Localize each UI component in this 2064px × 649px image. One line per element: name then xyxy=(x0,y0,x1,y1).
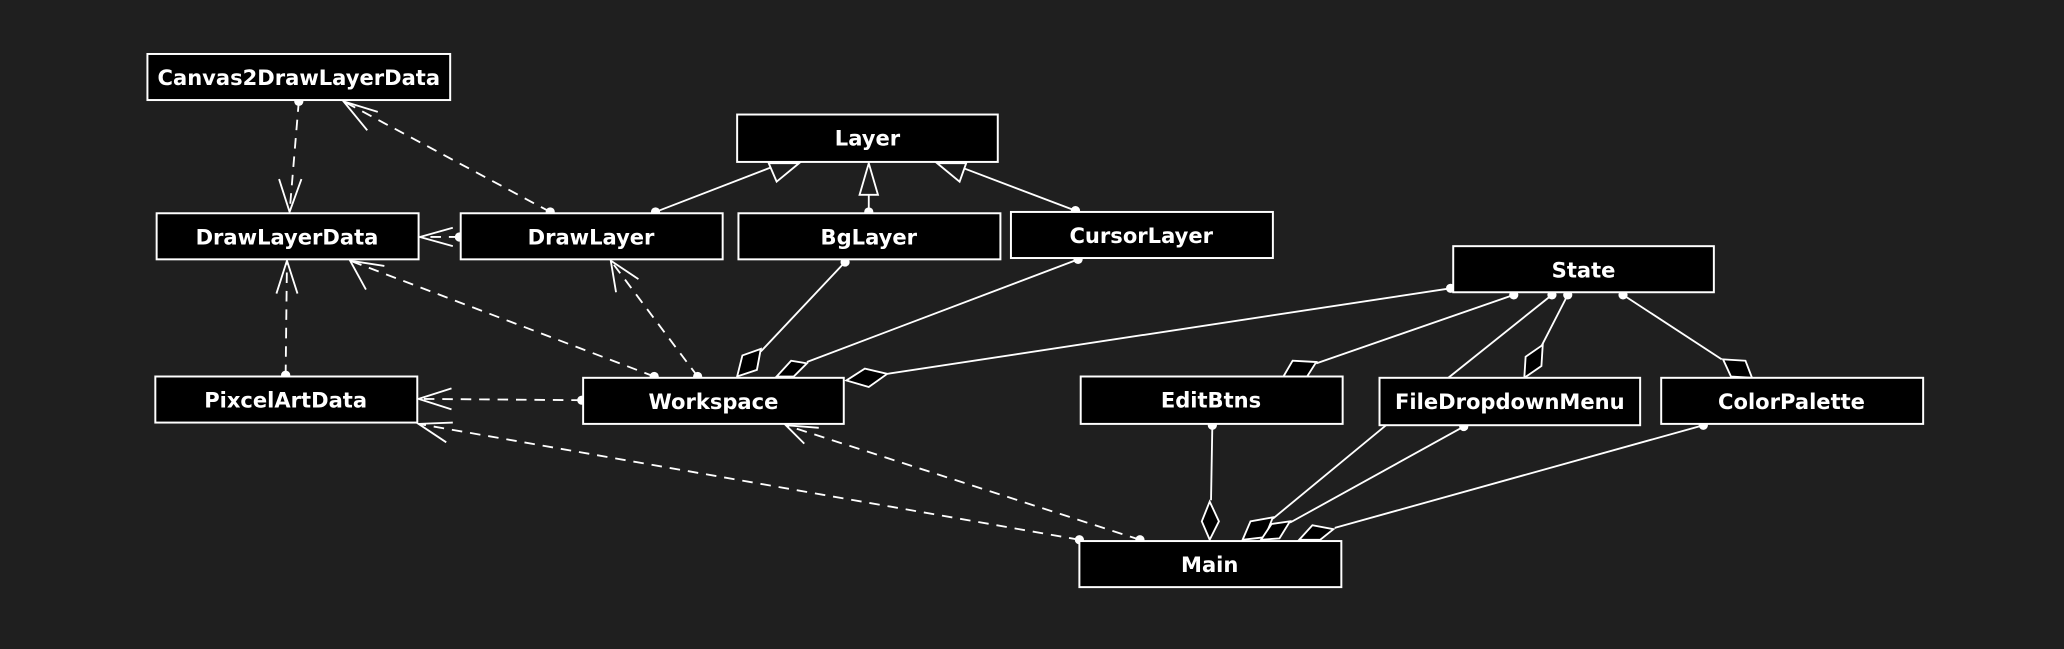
class-label: PixcelArtData xyxy=(204,388,367,413)
class-node-colorpalette[interactable]: ColorPalette xyxy=(1660,376,1925,425)
class-label: Workspace xyxy=(649,389,779,414)
class-node-canvas2drawlayerdata[interactable]: Canvas2DrawLayerData xyxy=(146,52,452,102)
edges xyxy=(275,96,1754,545)
class-label: CursorLayer xyxy=(1070,223,1214,248)
edge-bglayer-workspace xyxy=(735,257,850,378)
class-label: BgLayer xyxy=(821,224,918,249)
nodes: Canvas2DrawLayerData Layer DrawLayerData… xyxy=(146,52,1925,589)
class-node-cursorlayer[interactable]: CursorLayer xyxy=(1009,210,1274,260)
class-label: Layer xyxy=(835,126,901,151)
class-node-bglayer[interactable]: BgLayer xyxy=(737,212,1002,261)
edge-cursorlayer-layer xyxy=(934,162,1081,216)
class-label: Main xyxy=(1181,552,1238,577)
class-node-state[interactable]: State xyxy=(1452,245,1715,294)
class-label: DrawLayerData xyxy=(196,224,379,249)
class-node-drawlayerdata[interactable]: DrawLayerData xyxy=(155,212,420,261)
class-label: State xyxy=(1552,257,1616,282)
class-label: FileDropdownMenu xyxy=(1395,389,1625,414)
edge-editbtns-main xyxy=(1200,420,1220,542)
class-node-filedropdownmenu[interactable]: FileDropdownMenu xyxy=(1378,376,1642,427)
class-node-pixcelartdata[interactable]: PixcelArtData xyxy=(154,375,419,424)
class-node-layer[interactable]: Layer xyxy=(736,113,999,163)
class-node-main[interactable]: Main xyxy=(1078,540,1343,589)
class-node-workspace[interactable]: Workspace xyxy=(582,376,845,425)
class-label: DrawLayer xyxy=(528,224,655,249)
class-label: Canvas2DrawLayerData xyxy=(158,65,440,90)
class-label: ColorPalette xyxy=(1718,389,1865,414)
class-node-drawlayer[interactable]: DrawLayer xyxy=(459,212,724,261)
class-label: EditBtns xyxy=(1161,388,1261,413)
edge-drawlayer-layer xyxy=(650,162,802,217)
class-node-editbtns[interactable]: EditBtns xyxy=(1079,375,1344,425)
